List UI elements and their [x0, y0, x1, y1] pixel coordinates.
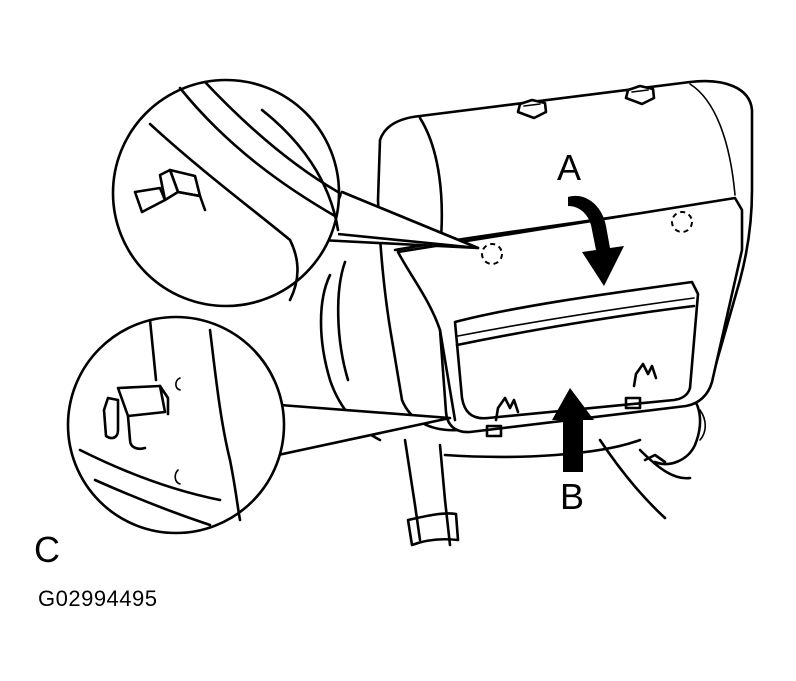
- arrow-b-icon: [552, 388, 594, 472]
- label-c: C: [34, 529, 60, 570]
- detail-callout-lower: [66, 315, 452, 535]
- clip-marker-right: [671, 211, 693, 233]
- hook-right-icon: [632, 362, 658, 388]
- clip-marker-left: [481, 243, 503, 265]
- detail-callout-upper: [111, 78, 480, 308]
- hook-bracket-icon: [102, 384, 170, 451]
- label-a: A: [557, 147, 582, 188]
- arrow-a-icon: [568, 195, 624, 286]
- hook-left-icon: [494, 396, 520, 422]
- clip-icon: [133, 168, 207, 214]
- label-b: B: [560, 476, 585, 517]
- back-board-panel: [396, 196, 744, 438]
- figure-code: G02994495: [38, 586, 158, 611]
